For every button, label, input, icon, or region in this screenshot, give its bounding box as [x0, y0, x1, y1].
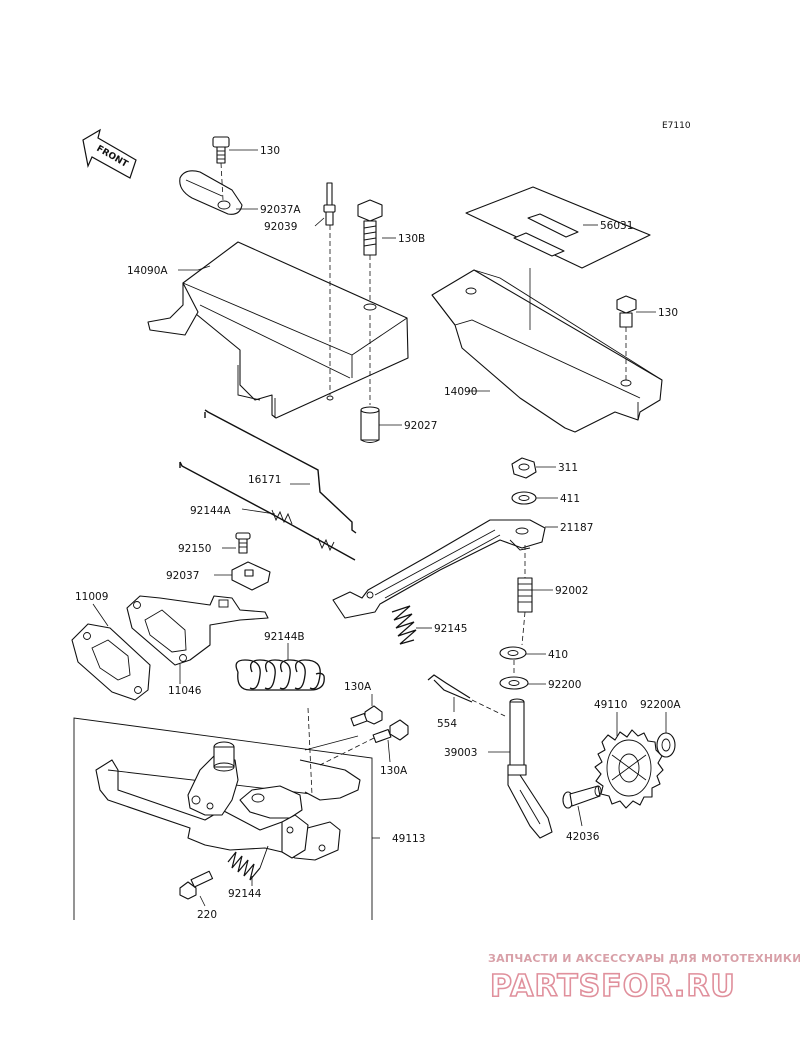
- shaft-39003-icon: [507, 698, 553, 839]
- diagram-code: E7110: [662, 121, 691, 131]
- label-92027: 92027: [404, 420, 437, 432]
- clamp-bracket-92037A-icon: [179, 170, 243, 215]
- label-sheet-56031-icon: [465, 186, 651, 269]
- front-arrow-icon: FRONT: [82, 128, 137, 179]
- watermark: ЗАПЧАСТИ И АКСЕССУАРЫ ДЛЯ МОТОТЕХНИКИ PA…: [488, 952, 800, 1005]
- clip-92037-icon: [231, 561, 271, 591]
- label-11009: 11009: [75, 591, 108, 603]
- nut-311-icon: [511, 457, 537, 479]
- label-130B: 130B: [398, 233, 425, 245]
- bolt-130A-lower-icon: [372, 719, 409, 744]
- label-92002: 92002: [555, 585, 588, 597]
- washer-92200A-icon: [656, 732, 676, 758]
- label-130-right: 130: [658, 307, 678, 319]
- label-92144: 92144: [228, 888, 262, 900]
- bolt-130A-upper-icon: [350, 705, 383, 727]
- label-21187: 21187: [560, 522, 593, 534]
- label-92145: 92145: [434, 623, 467, 635]
- label-92037A: 92037A: [260, 204, 301, 216]
- washer-410-icon: [499, 646, 527, 660]
- gasket-11009-icon: [71, 623, 151, 701]
- label-92039: 92039: [264, 221, 297, 233]
- label-130A-upper: 130A: [344, 681, 372, 693]
- rod-16171-icon: [204, 409, 357, 534]
- label-92150: 92150: [178, 543, 211, 555]
- label-130A-lower: 130A: [380, 765, 408, 777]
- label-92200A: 92200A: [640, 699, 681, 711]
- label-14090A: 14090A: [127, 265, 168, 277]
- label-14090: 14090: [444, 386, 477, 398]
- assembly-frame-49113: [73, 717, 373, 920]
- label-411: 411: [560, 493, 580, 505]
- label-554: 554: [437, 718, 457, 730]
- label-311: 311: [558, 462, 578, 474]
- label-42036: 42036: [566, 831, 600, 843]
- washer-411-icon: [511, 491, 537, 505]
- label-410: 410: [548, 649, 568, 661]
- rod-92144A-icon: [179, 461, 356, 561]
- bolt-130B-icon: [357, 199, 383, 256]
- cover-14090-icon: [431, 269, 663, 433]
- watermark-tagline: ЗАПЧАСТИ И АКСЕССУАРЫ ДЛЯ МОТОТЕХНИКИ: [488, 952, 800, 965]
- label-92144A: 92144A: [190, 505, 231, 517]
- label-16171: 16171: [248, 474, 281, 486]
- label-92037: 92037: [166, 570, 199, 582]
- label-92144B: 92144B: [264, 631, 305, 643]
- cover-14090A-icon: [147, 241, 409, 419]
- spring-92144B-icon: [235, 659, 325, 691]
- bolt-130-right-icon: [616, 295, 637, 328]
- collar-92027-icon: [360, 406, 380, 443]
- screw-92150-icon: [235, 532, 251, 554]
- governor-arm-49113-icon: [95, 741, 361, 861]
- plate-11046-icon: [126, 595, 269, 666]
- label-130-top: 130: [260, 145, 280, 157]
- bolt-130-icon: [212, 136, 230, 164]
- label-56031: 56031: [600, 220, 633, 232]
- spring-92144-icon: [227, 845, 269, 881]
- label-49110: 49110: [594, 699, 627, 711]
- gear-49110-icon: [594, 729, 664, 809]
- label-39003: 39003: [444, 747, 477, 759]
- shaft-42036-icon: [562, 785, 602, 809]
- label-11046: 11046: [168, 685, 202, 697]
- bolt-92002-icon: [517, 577, 533, 613]
- watermark-logo: PARTSFOR.RU: [490, 969, 736, 1004]
- washer-92200-icon: [499, 676, 529, 690]
- screw-220-icon: [179, 870, 214, 900]
- label-49113: 49113: [392, 833, 425, 845]
- spring-92145-icon: [391, 605, 417, 645]
- pin-554-icon: [427, 674, 473, 703]
- lever-21187-icon: [332, 519, 546, 619]
- label-92200: 92200: [548, 679, 581, 691]
- label-220: 220: [197, 909, 217, 921]
- pin-92039-icon: [323, 182, 336, 226]
